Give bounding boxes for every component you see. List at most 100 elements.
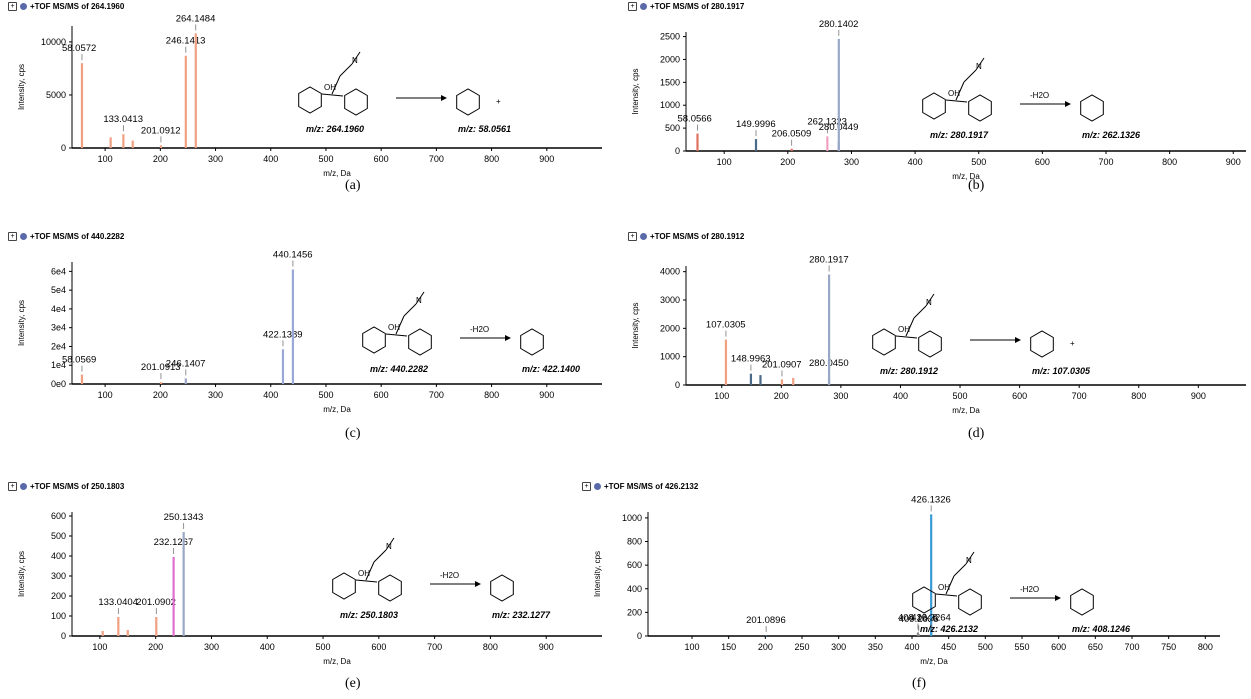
x-tick-label: 400 <box>263 154 278 164</box>
peak-label: 133.0413 <box>103 114 143 125</box>
x-tick-label: 750 <box>1161 642 1176 652</box>
x-axis-label: m/z, Da <box>920 657 948 666</box>
product-mz-label: m/z: 422.1400 <box>522 364 580 374</box>
y-axis-label: Intensity, cps <box>631 68 640 114</box>
x-tick-label: 300 <box>208 154 223 164</box>
x-tick-label: 300 <box>833 391 848 401</box>
product-mz-label: m/z: 232.1277 <box>492 610 551 620</box>
cyclohexane-ring <box>912 586 936 614</box>
product-ring <box>1070 588 1094 616</box>
benzene-ring <box>918 330 942 358</box>
expand-icon[interactable]: + <box>8 232 17 241</box>
loss-label: -H2O <box>1020 585 1039 594</box>
y-tick-label: 300 <box>51 571 66 581</box>
cyclohexane-ring <box>362 326 386 354</box>
x-tick-label: 200 <box>758 642 773 652</box>
peak-label: 58.0572 <box>62 43 96 54</box>
y-axis-label: Intensity, cps <box>631 302 640 348</box>
y-tick-label: 0 <box>675 146 680 156</box>
peak-label: 264.1484 <box>176 13 216 24</box>
expand-icon[interactable]: + <box>582 482 591 491</box>
x-axis-label: m/z, Da <box>952 172 980 181</box>
panel-caption: (f) <box>912 676 926 691</box>
x-tick-label: 900 <box>539 154 554 164</box>
x-tick-label: 100 <box>684 642 699 652</box>
y-tick-label: 400 <box>51 551 66 561</box>
spectrum-title: +TOF MS/MS of 250.1803 <box>30 482 125 491</box>
x-axis-label: m/z, Da <box>323 405 351 414</box>
y-tick-label: 10000 <box>41 37 66 47</box>
spectrum-title: +TOF MS/MS of 280.1917 <box>650 2 745 11</box>
product-mz-label: m/z: 107.0305 <box>1032 366 1091 376</box>
panel-caption: (d) <box>968 426 985 441</box>
y-tick-label: 2000 <box>660 323 680 333</box>
x-axis-label: m/z, Da <box>323 169 351 178</box>
loss-label: -H2O <box>1030 91 1049 100</box>
amine-label: N <box>976 62 982 71</box>
x-tick-label: 150 <box>721 642 736 652</box>
cyclohexane-ring <box>922 92 946 120</box>
panel-caption: (c) <box>345 426 361 441</box>
y-tick-label: 0 <box>61 143 66 153</box>
y-tick-label: 0 <box>61 631 66 641</box>
x-tick-label: 300 <box>204 642 219 652</box>
peak-label: 426.1326 <box>911 494 951 505</box>
y-tick-label: 200 <box>51 591 66 601</box>
precursor-mz-label: m/z: 440.2282 <box>370 364 428 374</box>
y-tick-label: 100 <box>51 611 66 621</box>
peak-label: 201.0907 <box>762 359 802 370</box>
spectrum-title: +TOF MS/MS of 264.1960 <box>30 2 125 11</box>
y-tick-label: 1000 <box>622 513 642 523</box>
x-tick-label: 200 <box>153 154 168 164</box>
precursor-mz-label: m/z: 426.2132 <box>920 624 978 634</box>
y-tick-label: 800 <box>627 537 642 547</box>
y-tick-label: 1e4 <box>51 360 66 370</box>
x-tick-label: 700 <box>429 154 444 164</box>
y-axis-label: Intensity, cps <box>17 551 26 597</box>
precursor-mz-label: m/z: 280.1912 <box>880 366 938 376</box>
y-tick-label: 0 <box>637 631 642 641</box>
cyclohexane-ring <box>332 572 356 600</box>
y-tick-label: 1000 <box>660 352 680 362</box>
product-ring <box>456 88 480 116</box>
x-tick-label: 100 <box>717 157 732 167</box>
expand-icon[interactable]: + <box>8 2 17 11</box>
y-tick-label: 0 <box>675 380 680 390</box>
x-tick-label: 250 <box>794 642 809 652</box>
hydroxyl-label: OH <box>898 325 910 334</box>
x-tick-label: 600 <box>1035 157 1050 167</box>
y-tick-label: 600 <box>627 560 642 570</box>
x-tick-label: 650 <box>1088 642 1103 652</box>
product-ring <box>1030 330 1054 358</box>
plus-sign: + <box>496 97 501 106</box>
x-tick-label: 700 <box>1124 642 1139 652</box>
peak-label: 280.1402 <box>819 19 859 30</box>
peak-label: 440.1456 <box>273 250 313 261</box>
peak-label: 201.0902 <box>136 597 176 608</box>
cyclohexane-ring <box>298 86 322 114</box>
x-tick-label: 900 <box>1191 391 1206 401</box>
benzene-ring <box>344 88 368 116</box>
x-tick-label: 500 <box>978 642 993 652</box>
peak-label: 201.0913 <box>141 362 181 373</box>
expand-icon[interactable]: + <box>628 2 637 11</box>
x-tick-label: 300 <box>844 157 859 167</box>
hydroxyl-label: OH <box>938 583 950 592</box>
hydroxyl-label: OH <box>324 83 336 92</box>
expand-icon[interactable]: + <box>8 482 17 491</box>
x-tick-label: 450 <box>941 642 956 652</box>
amine-label: N <box>966 556 972 565</box>
peak-label: 422.1389 <box>263 329 303 340</box>
x-tick-label: 800 <box>1131 391 1146 401</box>
y-tick-label: 200 <box>627 607 642 617</box>
y-tick-label: 6e4 <box>51 266 66 276</box>
y-tick-label: 500 <box>665 123 680 133</box>
peak-label: 246.1413 <box>166 36 206 47</box>
x-tick-label: 350 <box>868 642 883 652</box>
expand-icon[interactable]: + <box>628 232 637 241</box>
